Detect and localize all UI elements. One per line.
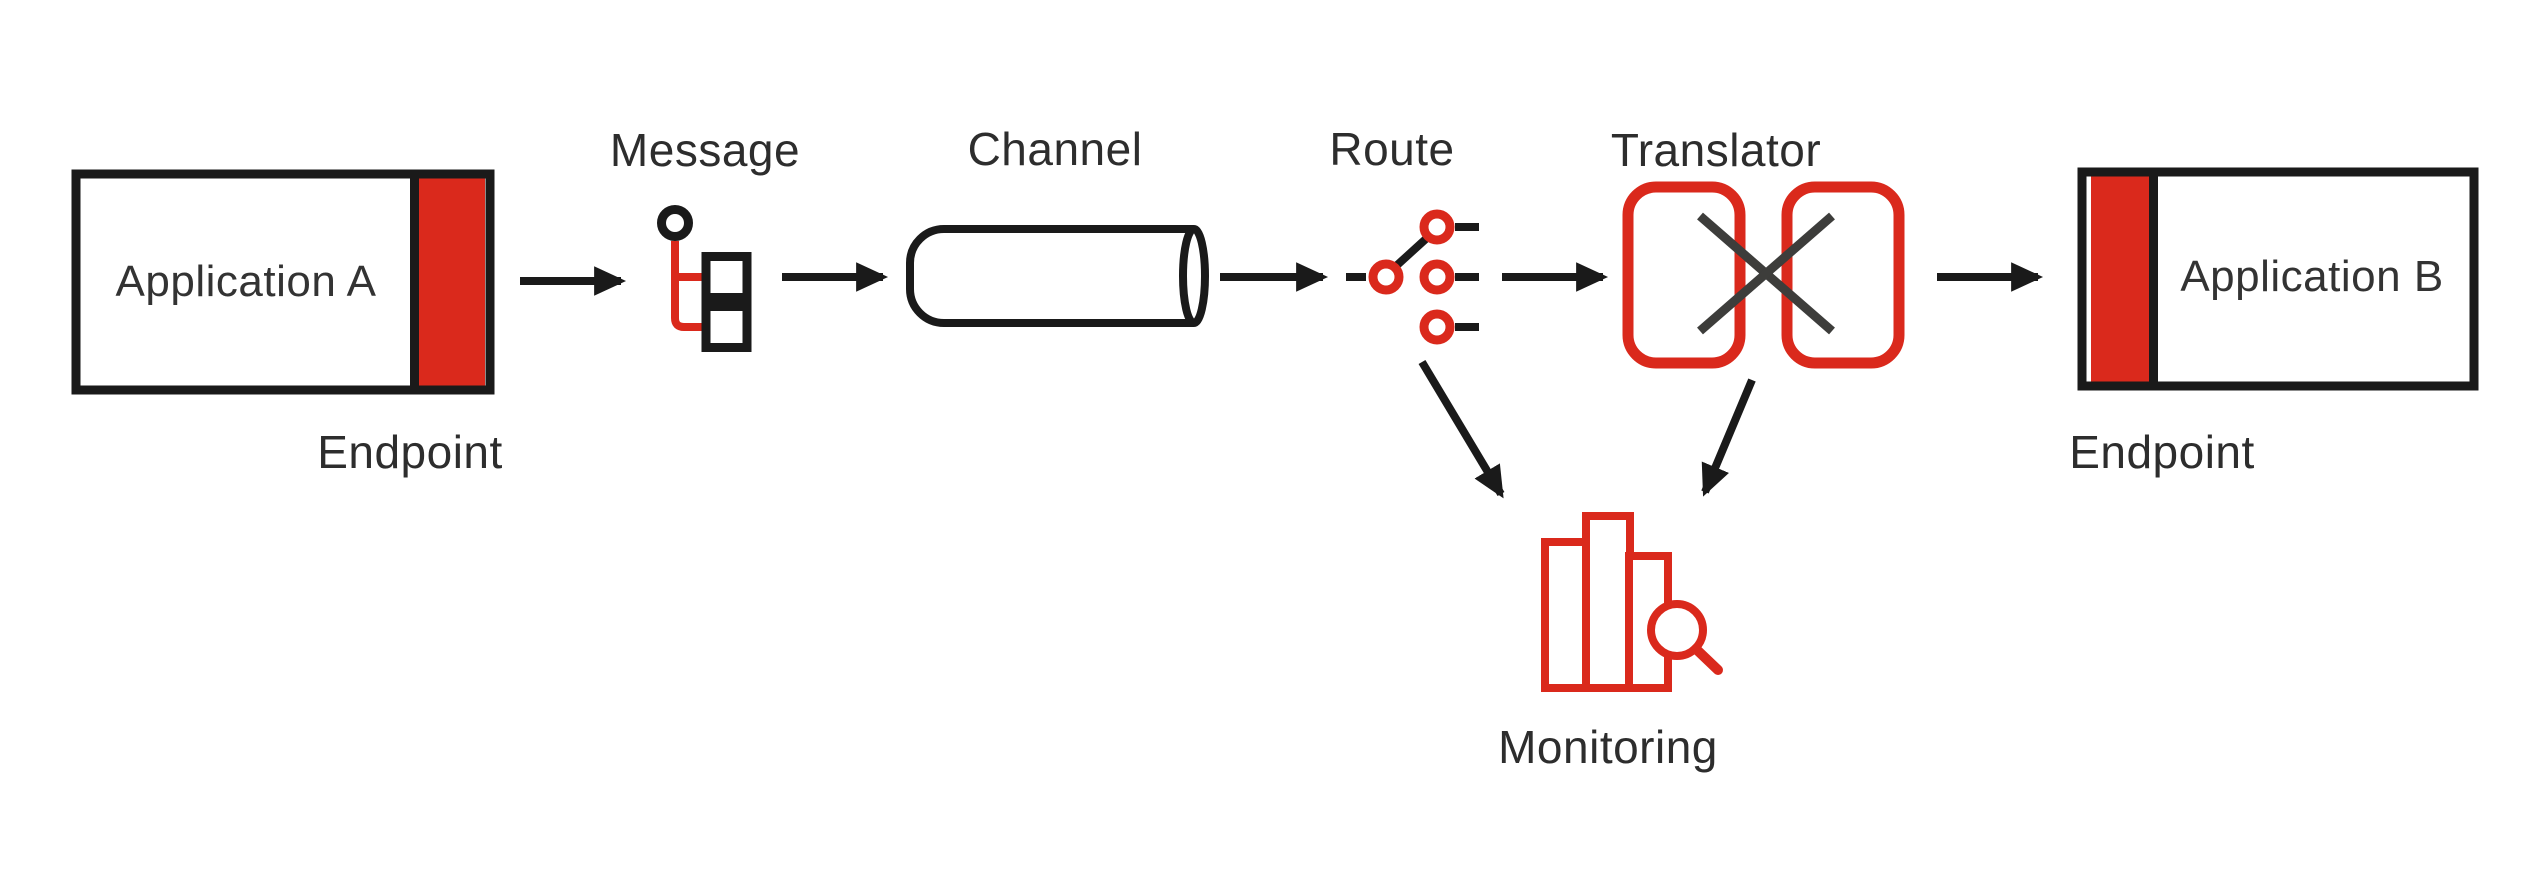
route-label: Route [1329, 123, 1455, 175]
magnifier-glass [1647, 600, 1707, 660]
application-a-box [71, 169, 495, 395]
application-b-endpoint-label: Endpoint [2069, 426, 2255, 478]
arrow-route-to-monitoring [1418, 359, 1505, 499]
channel-pipe-icon [906, 225, 1209, 327]
translator-crossed-boxes-icon [1622, 181, 1905, 369]
translator-label: Translator [1610, 124, 1822, 176]
monitoring-label: Monitoring [1498, 721, 1718, 773]
arrow-translator-to-monitoring [1701, 378, 1756, 497]
application-b-label: Application B [2180, 252, 2444, 301]
message-label: Message [609, 124, 801, 176]
application-b-box [2077, 167, 2479, 391]
channel-label: Channel [967, 123, 1143, 175]
magnifier-handle [1691, 644, 1723, 675]
monitoring-barchart-magnifier-icon [1541, 512, 1723, 692]
route-switch-icon [1346, 209, 1479, 345]
application-b-endpoint-stripe [2091, 176, 2149, 382]
application-a-label: Application A [115, 257, 377, 306]
application-b-divider [2149, 176, 2158, 382]
application-a-endpoint-stripe [419, 178, 485, 386]
application-a-divider [410, 178, 419, 386]
application-a-endpoint-label: Endpoint [317, 426, 503, 478]
message-tree-icon [657, 205, 752, 352]
